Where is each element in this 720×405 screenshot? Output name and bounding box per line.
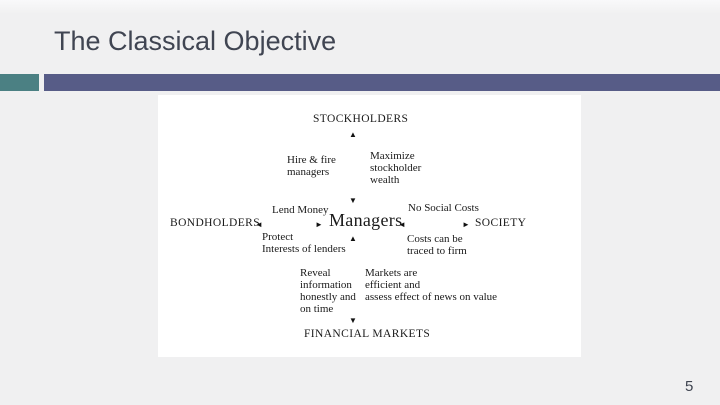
node-stockholders: STOCKHOLDERS xyxy=(313,113,409,125)
arrow-down-icon: ▼ xyxy=(349,316,357,325)
arrow-down-icon: ▼ xyxy=(349,196,357,205)
label-hire-fire-managers: Hire & fire managers xyxy=(287,154,336,178)
node-bondholders: BONDHOLDERS xyxy=(170,217,261,229)
arrow-up-icon: ▲ xyxy=(349,130,357,139)
arrow-right-icon: ► xyxy=(315,220,323,229)
label-markets-efficient: Markets are efficient and assess effect … xyxy=(365,267,498,303)
slide-title: The Classical Objective xyxy=(54,26,337,56)
arrow-left-icon: ◄ xyxy=(398,220,406,229)
label-lend-money: Lend Money xyxy=(272,204,329,216)
node-society: SOCIETY xyxy=(475,217,527,229)
accent-bar-teal xyxy=(0,74,39,91)
classical-objective-diagram: STOCKHOLDERS ▲ Hire & fire managers Maxi… xyxy=(158,95,581,357)
label-protect-interests-of-lenders: Protect Interests of lenders xyxy=(262,231,346,255)
arrow-right-icon: ► xyxy=(462,220,470,229)
page-number: 5 xyxy=(685,378,694,395)
arrow-left-icon: ◄ xyxy=(255,220,263,229)
label-no-social-costs: No Social Costs xyxy=(408,202,479,214)
node-financial-markets: FINANCIAL MARKETS xyxy=(304,328,431,340)
label-maximize-stockholder-wealth: Maximize stockholder wealth xyxy=(370,150,422,186)
arrow-up-icon: ▲ xyxy=(349,234,357,243)
accent-bar-purple xyxy=(44,74,720,91)
node-managers: Managers xyxy=(329,210,403,230)
label-reveal-information: Reveal information honestly and on time xyxy=(300,267,356,315)
label-costs-traced-to-firm: Costs can be traced to firm xyxy=(407,233,467,257)
